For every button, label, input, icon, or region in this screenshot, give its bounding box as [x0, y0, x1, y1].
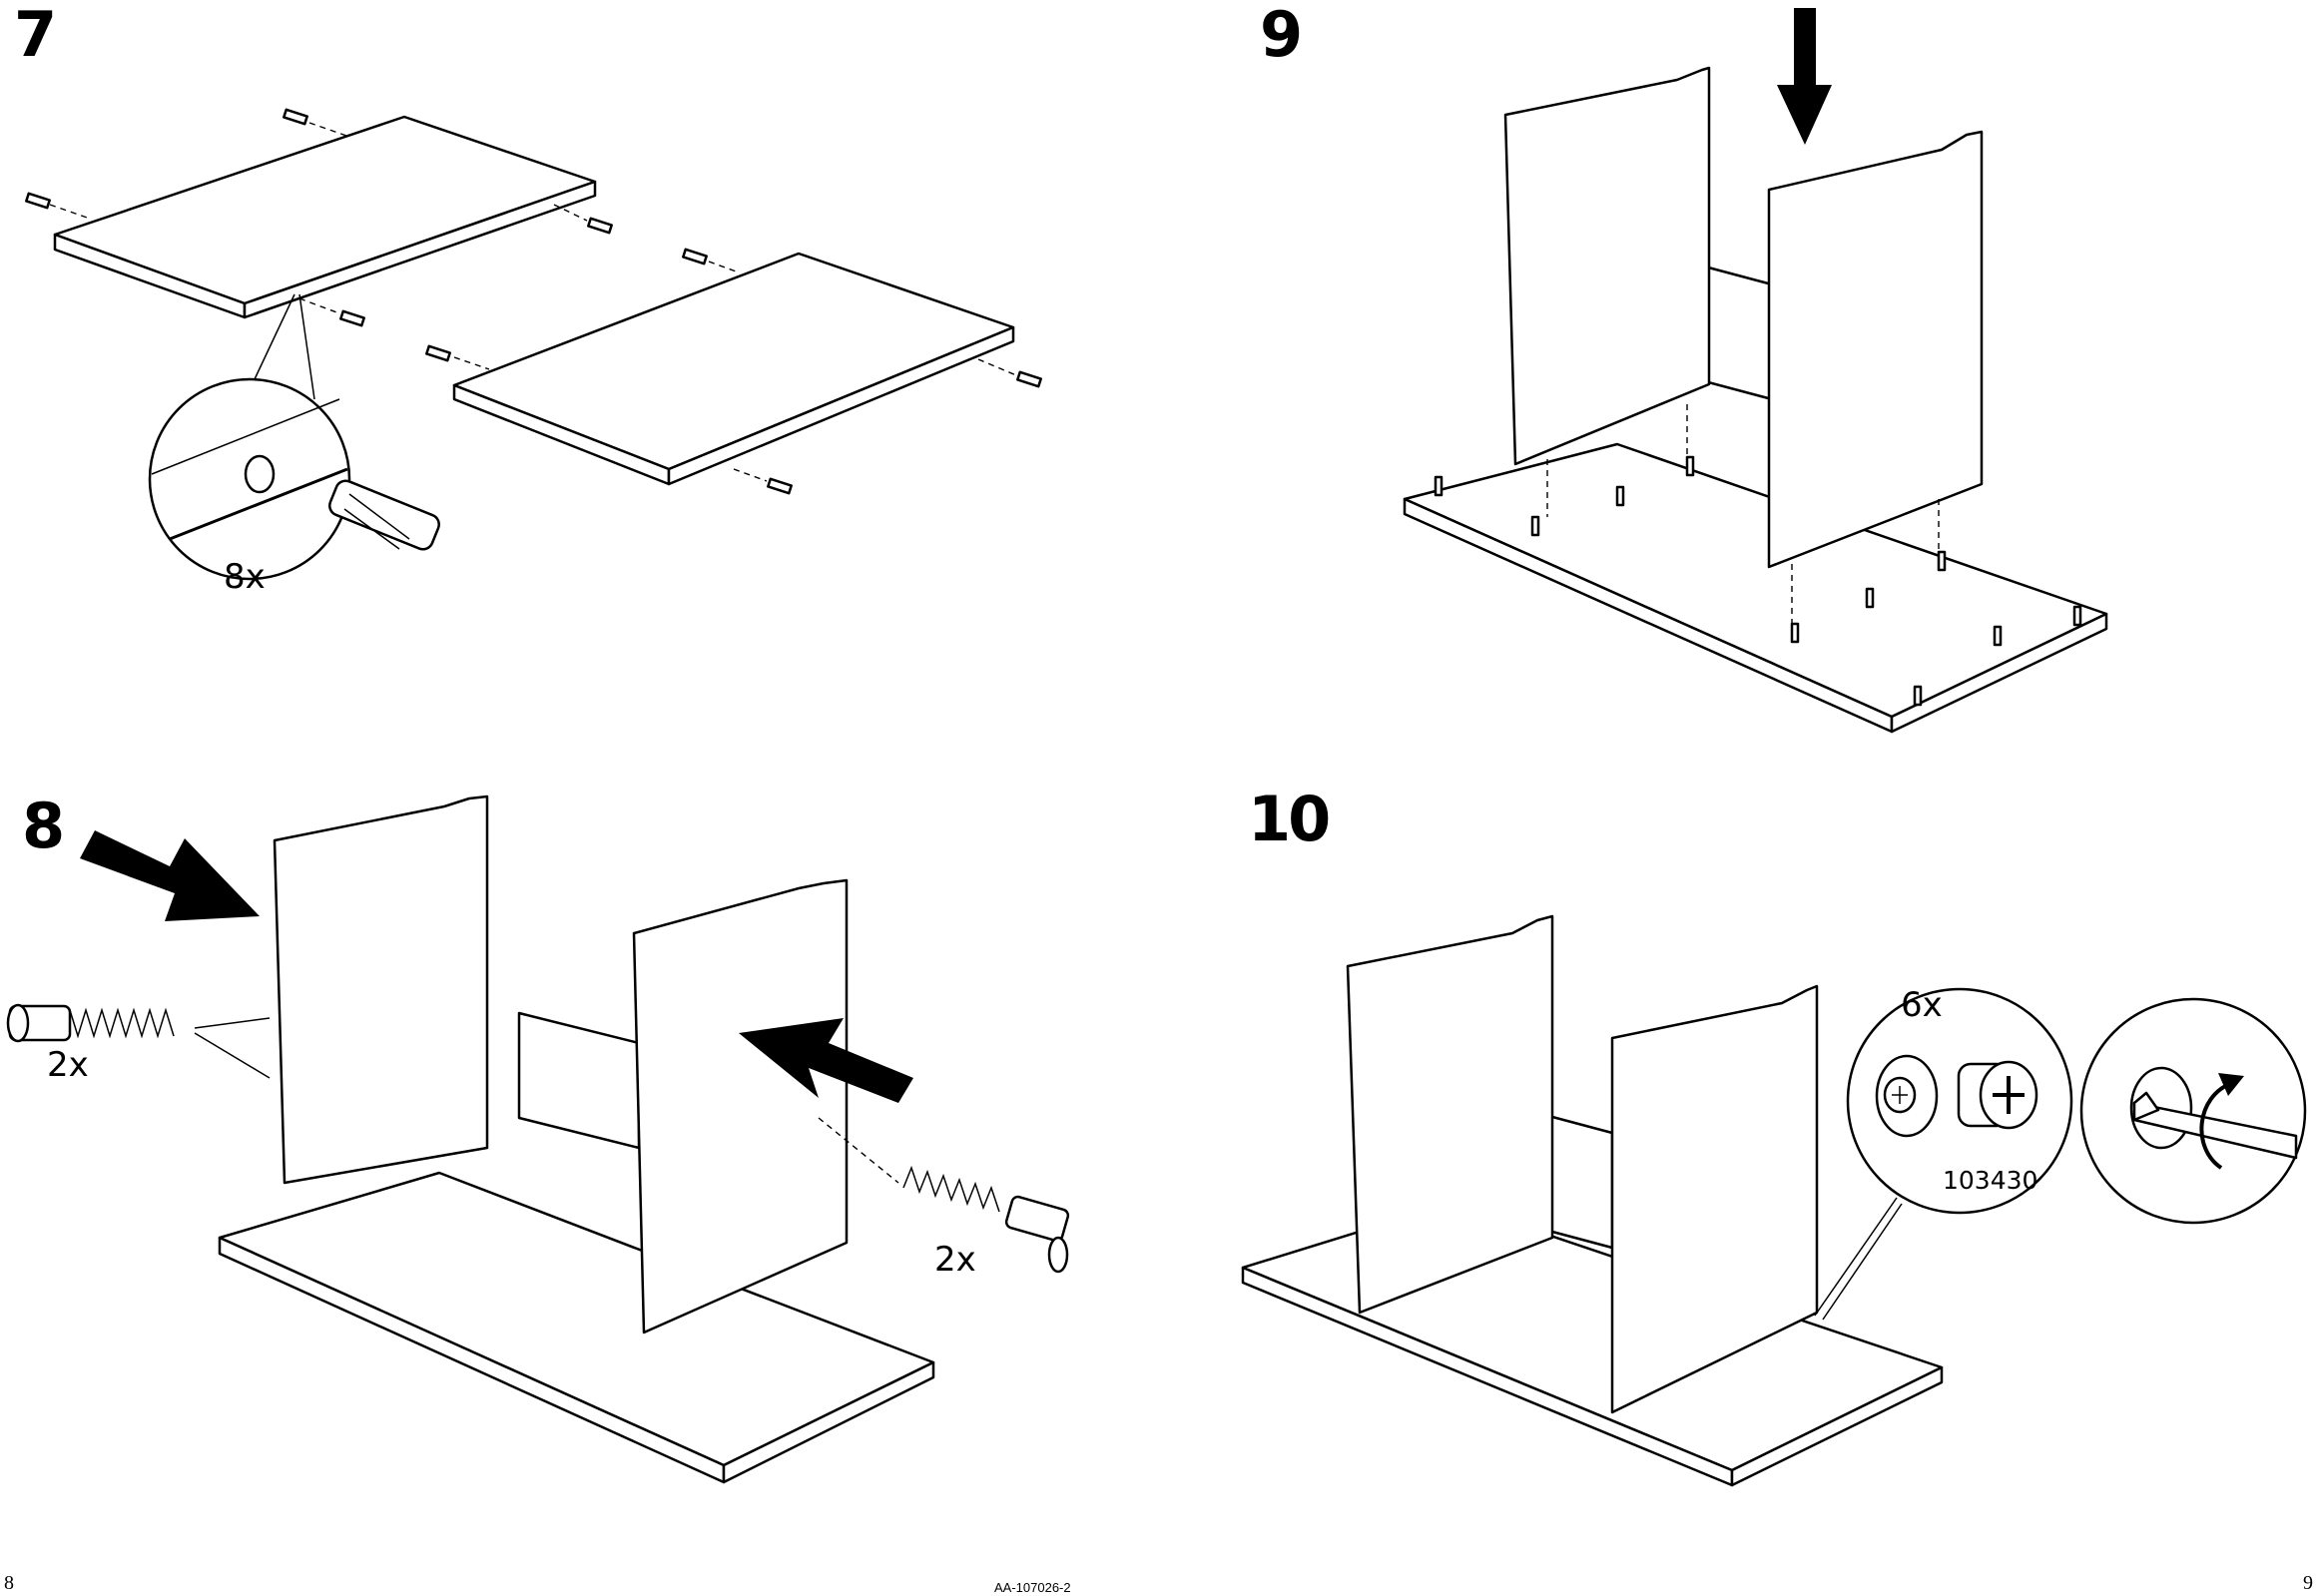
page-number-left: 8 [4, 1573, 14, 1593]
step-10-quantity: 6x [1901, 988, 1943, 1022]
cam-lock-icon [1885, 1078, 1915, 1112]
document-id: AA-107026-2 [994, 1581, 1071, 1594]
cam-lock-icon [1959, 1062, 2036, 1128]
screwdriver-detail [2081, 999, 2305, 1223]
base-board [1243, 1203, 1942, 1485]
step-10-part-number: 103430 [1943, 1168, 2037, 1193]
cam-lock-detail [1815, 989, 2071, 1320]
page-number-right: 9 [2303, 1573, 2313, 1593]
